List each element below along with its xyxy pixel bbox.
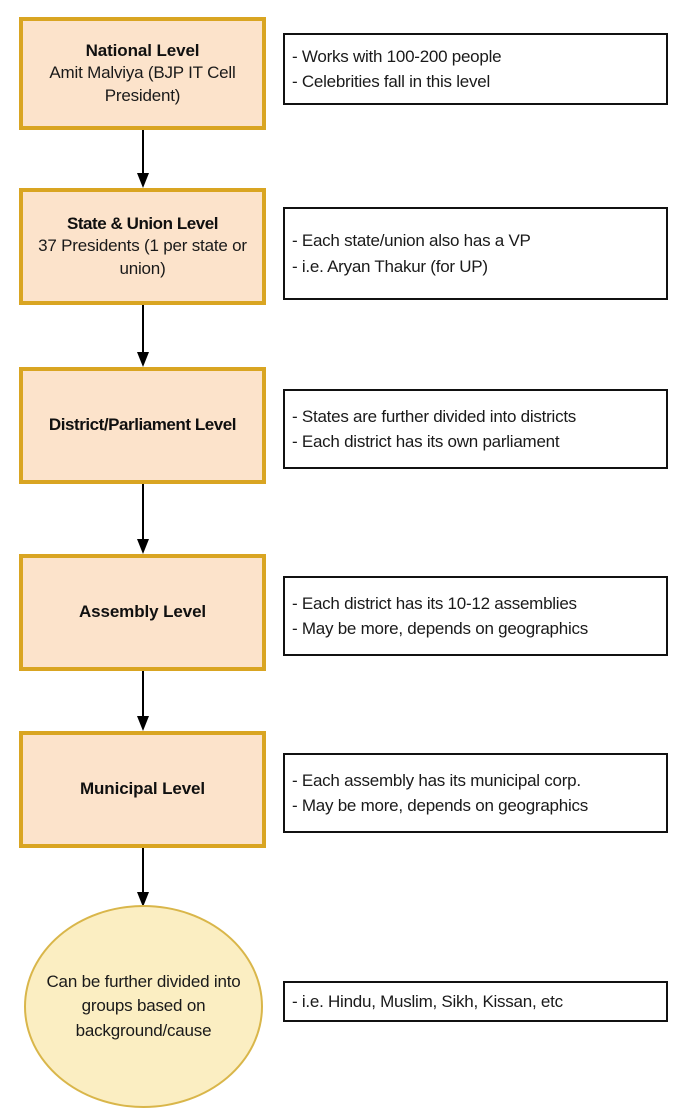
level-title-national: National Level [85,40,200,60]
terminal-ellipse-groups[interactable]: Can be further divided into groups based… [24,905,263,1108]
note-line: - States are further divided into distri… [292,406,577,426]
note-line: - i.e. Aryan Thakur (for UP) [292,256,488,276]
note-box-municipal: - Each assembly has its municipal corp. … [283,753,668,833]
arrow-state-to-district [137,305,150,367]
note-line: - i.e. Hindu, Muslim, Sikh, Kissan, etc [292,991,563,1011]
note-line: - Each assembly has its municipal corp. [292,770,581,790]
level-title-assembly: Assembly Level [78,602,207,622]
level-title-state-union: State & Union Level [66,213,219,233]
note-line: - May be more, depends on geographics [292,619,588,638]
note-line: - Each district has its own parliament [292,432,560,451]
level-title-municipal: Municipal Level [79,779,206,799]
arrow-national-to-state [137,130,150,188]
level-subtitle-state-union: 37 Presidents (1 per state or union) [38,236,247,278]
level-box-assembly[interactable]: Assembly Level [19,554,266,671]
level-box-district-parliament[interactable]: District/Parliament Level [19,367,266,484]
note-box-assembly: - Each district has its 10-12 assemblies… [283,576,668,656]
arrow-district-to-assembly [137,484,150,554]
level-box-national[interactable]: National Level Amit Malviya (BJP IT Cell… [19,17,266,130]
level-box-municipal[interactable]: Municipal Level [19,731,266,848]
level-title-district-parliament: District/Parliament Level [48,415,237,435]
level-box-state-union[interactable]: State & Union Level 37 Presidents (1 per… [19,188,266,305]
note-box-national: - Works with 100-200 people - Celebritie… [283,33,668,105]
note-line: - Celebrities fall in this level [292,72,490,91]
note-line: - May be more, depends on geographics [292,796,588,815]
note-line: - Each district has its 10-12 assemblies [292,593,577,613]
arrow-municipal-to-groups [137,848,150,907]
arrow-assembly-to-municipal [137,671,150,731]
note-box-district-parliament: - States are further divided into distri… [283,389,668,469]
note-line: - Each state/union also has a VP [292,231,531,250]
note-line: - Works with 100-200 people [292,46,502,66]
level-subtitle-national: Amit Malviya (BJP IT Cell President) [49,63,236,105]
note-box-groups: - i.e. Hindu, Muslim, Sikh, Kissan, etc [283,981,668,1022]
terminal-ellipse-text: Can be further divided into groups based… [46,971,241,1040]
note-box-state-union: - Each state/union also has a VP - i.e. … [283,207,668,300]
